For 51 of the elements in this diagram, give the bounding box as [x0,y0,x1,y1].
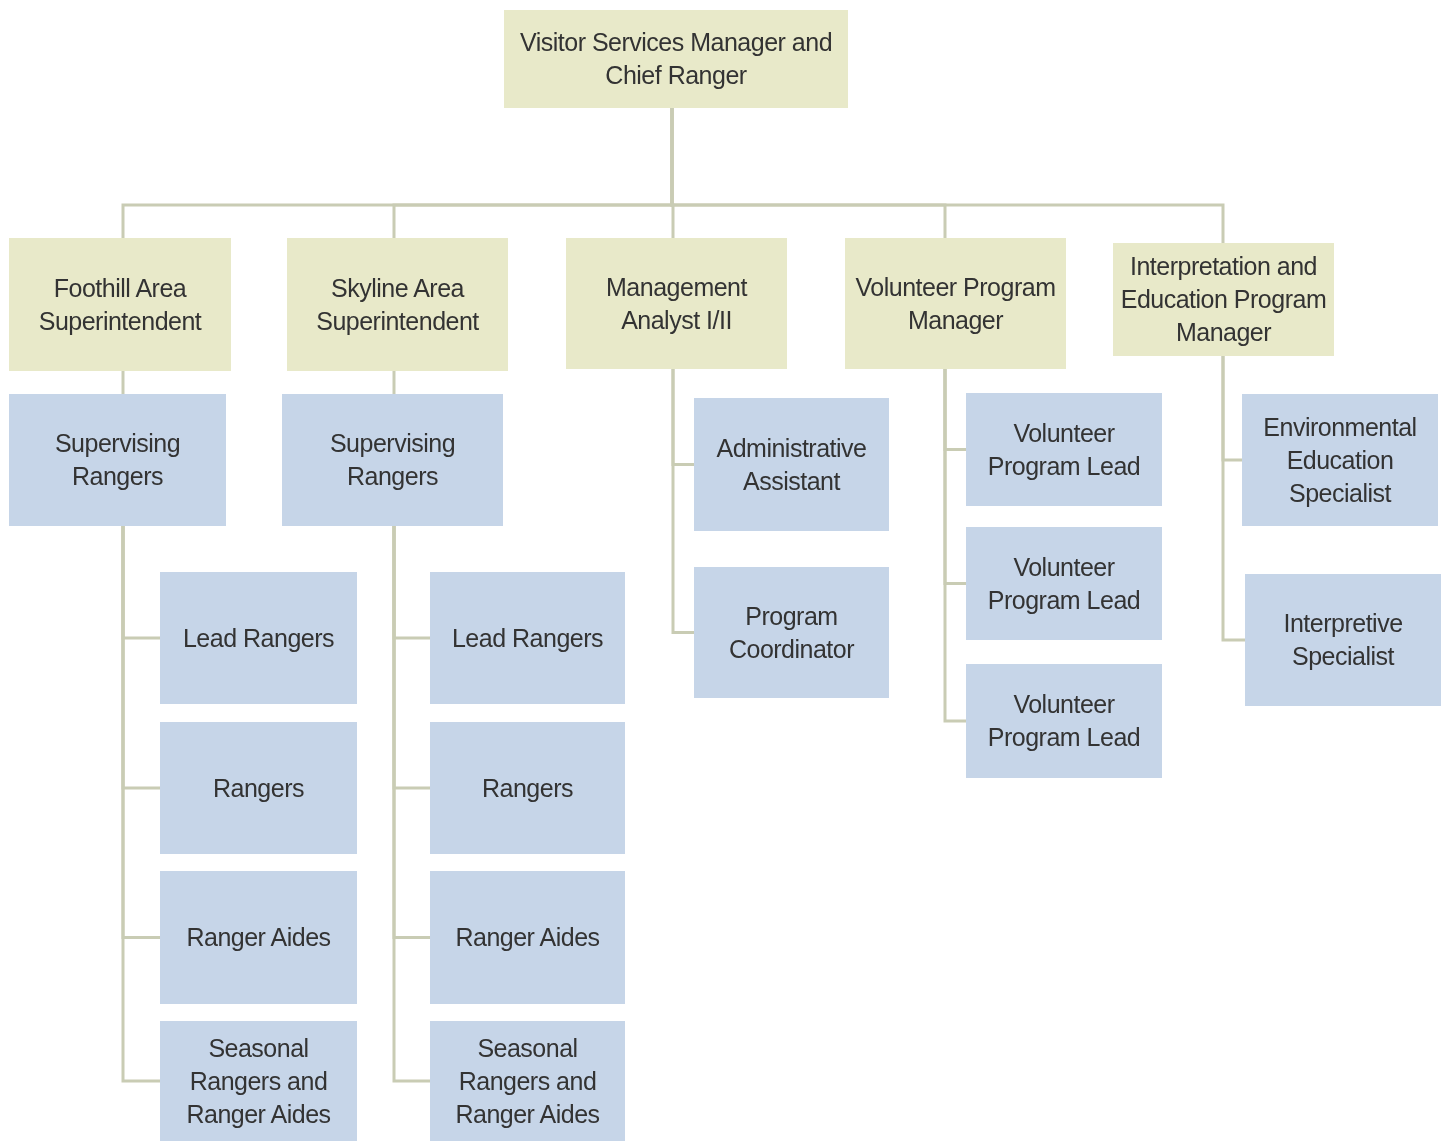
role-title: Skyline Area Superintendent [315,272,480,337]
org-box [9,238,231,371]
role-title: Environmental Education Specialist [1262,411,1418,509]
role-title: Program Coordinator [727,600,856,665]
role-title: Volunteer Program Lead [986,417,1142,482]
role-title: Administrative Assistant [715,432,868,497]
role-title: Rangers [482,772,573,804]
org-box [694,398,889,531]
org-box [1245,574,1441,706]
org-box [430,722,625,854]
org-box [966,664,1162,778]
role-title: Seasonal Rangers and Ranger Aides [454,1032,601,1130]
connector-line [1221,356,1245,642]
org-box [1242,394,1438,526]
role-title: Management Analyst I/II [605,271,749,336]
org-box [966,527,1162,640]
org-box [566,238,787,369]
org-box [694,567,889,698]
org-box [430,1021,625,1141]
org-box [160,1021,357,1141]
role-title: Seasonal Rangers and Ranger Aides [185,1032,332,1130]
role-title: Volunteer Program Lead [986,551,1142,616]
role-title: Lead Rangers [451,622,604,654]
role-title: Supervising Rangers [328,428,457,492]
org-box [160,871,357,1004]
org-box [9,394,226,526]
org-box [430,572,625,704]
connector-line [121,371,125,394]
org-box [504,10,848,108]
role-title: Ranger Aides [455,922,600,953]
role-title: Rangers [213,772,304,804]
role-title: Ranger Aides [186,922,331,953]
role-title: Volunteer Program Lead [986,689,1142,753]
role-title: Supervising Rangers [53,428,182,492]
org-box [1113,243,1334,356]
connector-line [671,369,694,634]
connector-line [943,369,966,723]
org-box [282,394,503,526]
org-box [287,238,508,371]
role-title: Visitor Services Manager and Chief Ranger [518,27,834,91]
org-box [160,572,357,704]
role-title: Lead Rangers [182,622,335,654]
org-box [845,238,1066,369]
org-box [160,722,357,854]
connector-line [392,371,396,394]
role-title: Foothill Area Superintendent [37,272,203,337]
role-title: Interpretive Specialist [1282,608,1404,672]
role-title: Volunteer Program Manager [854,271,1057,336]
org-box [966,393,1162,506]
role-title: Interpretation and Education Program Manager [1119,251,1328,348]
org-box [430,871,625,1004]
